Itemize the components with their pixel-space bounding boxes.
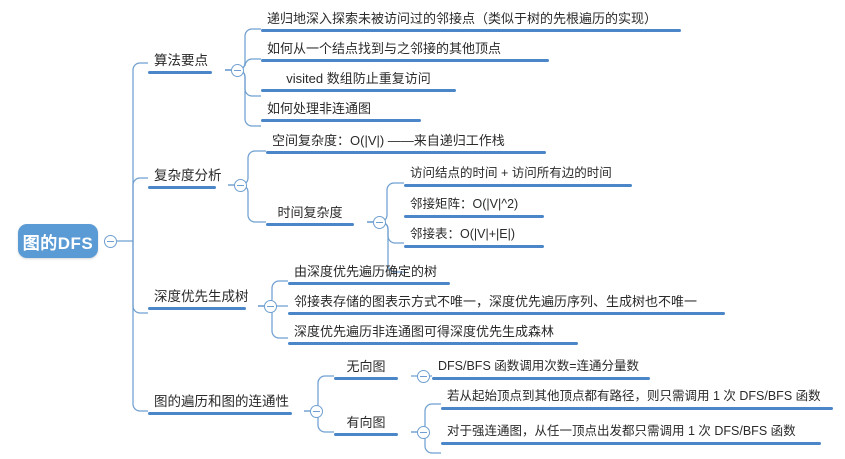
leaf-label: 访问结点的时间 + 访问所有边的时间 xyxy=(410,166,612,180)
leaf-visit-time-sum[interactable]: 访问结点的时间 + 访问所有边的时间 xyxy=(404,165,632,187)
leaf-space-complexity[interactable]: 空间复杂度：O(|V|) ——来自递归工作栈 xyxy=(266,132,546,154)
leaf-label: 递归地深入探索未被访问过的邻接点（类似于树的先根遍历的实现） xyxy=(267,11,658,26)
collapse-toggle-time-complexity[interactable] xyxy=(373,216,386,229)
leaf-label: 如何处理非连通图 xyxy=(267,101,372,116)
branch-algorithm-points[interactable]: 算法要点 xyxy=(148,52,212,74)
leaf-directed-path-single-call[interactable]: 若从起始顶点到其他顶点都有路径，则只需调用 1 次 DFS/BFS 函数 xyxy=(441,388,833,410)
branch-complexity-analysis[interactable]: 复杂度分析 xyxy=(148,167,222,189)
node-directed-graph[interactable]: 有向图 xyxy=(334,414,398,436)
collapse-toggle-algorithm-points[interactable] xyxy=(231,64,244,77)
topic-underline xyxy=(404,184,632,187)
leaf-find-adjacent-vertices[interactable]: 如何从一个结点找到与之邻接的其他顶点 xyxy=(261,40,549,62)
branch-label: 算法要点 xyxy=(154,53,208,68)
topic-underline xyxy=(266,223,354,226)
leaf-visited-array[interactable]: visited 数组防止重复访问 xyxy=(261,70,456,92)
topic-underline xyxy=(148,307,246,310)
branch-dfs-spanning-tree[interactable]: 深度优先生成树 xyxy=(148,288,249,310)
topic-underline xyxy=(334,377,398,380)
leaf-adjacency-matrix-complexity[interactable]: 邻接矩阵：O(|V|^2) xyxy=(404,196,544,218)
topic-underline xyxy=(148,71,212,74)
leaf-label: 邻接表存储的图表示方式不唯一，深度优先遍历序列、生成树也不唯一 xyxy=(294,294,698,309)
leaf-tree-from-dfs[interactable]: 由深度优先遍历确定的树 xyxy=(288,263,450,285)
leaf-strongly-connected-single-call[interactable]: 对于强连通图，从任一顶点出发都只需调用 1 次 DFS/BFS 函数 xyxy=(441,423,821,445)
node-label: 无向图 xyxy=(346,359,386,374)
topic-underline xyxy=(261,29,681,32)
topic-underline xyxy=(148,412,292,415)
topic-underline xyxy=(266,151,546,154)
branch-label: 图的遍历和图的连通性 xyxy=(154,394,289,409)
root-node-label: 图的DFS xyxy=(22,233,94,253)
node-label: 时间复杂度 xyxy=(277,205,343,220)
topic-underline xyxy=(334,433,398,436)
leaf-label: 对于强连通图，从任一顶点出发都只需调用 1 次 DFS/BFS 函数 xyxy=(447,424,796,438)
leaf-label: visited 数组防止重复访问 xyxy=(286,71,431,86)
topic-underline xyxy=(288,282,450,285)
topic-underline xyxy=(432,377,650,380)
root-node[interactable]: 图的DFS xyxy=(18,224,98,258)
topic-underline xyxy=(288,342,578,345)
collapse-toggle-root[interactable] xyxy=(104,235,117,248)
collapse-toggle-complexity-analysis[interactable] xyxy=(234,179,247,192)
topic-underline xyxy=(148,186,216,189)
topic-underline xyxy=(441,442,821,445)
leaf-adjacency-list-complexity[interactable]: 邻接表：O(|V|+|E|) xyxy=(404,226,544,248)
leaf-undirected-call-count[interactable]: DFS/BFS 函数调用次数=连通分量数 xyxy=(432,358,650,380)
node-undirected-graph[interactable]: 无向图 xyxy=(334,358,398,380)
collapse-toggle-dfs-spanning-tree[interactable] xyxy=(264,300,277,313)
collapse-toggle-directed-graph[interactable] xyxy=(417,426,430,439)
branch-label: 复杂度分析 xyxy=(154,168,222,183)
topic-underline xyxy=(288,312,725,315)
leaf-label: 邻接矩阵：O(|V|^2) xyxy=(410,197,519,211)
collapse-toggle-undirected-graph[interactable] xyxy=(417,370,430,383)
leaf-label: 邻接表：O(|V|+|E|) xyxy=(410,227,516,241)
leaf-label: DFS/BFS 函数调用次数=连通分量数 xyxy=(438,359,640,373)
leaf-adjacency-list-not-unique[interactable]: 邻接表存储的图表示方式不唯一，深度优先遍历序列、生成树也不唯一 xyxy=(288,293,725,315)
topic-underline xyxy=(261,89,456,92)
node-time-complexity[interactable]: 时间复杂度 xyxy=(266,204,354,226)
branch-label: 深度优先生成树 xyxy=(154,289,249,304)
leaf-dfs-forest[interactable]: 深度优先遍历非连通图可得深度优先生成森林 xyxy=(288,323,578,345)
leaf-label: 如何从一个结点找到与之邻接的其他顶点 xyxy=(267,41,502,56)
collapse-toggle-traversal-connectivity[interactable] xyxy=(310,405,323,418)
leaf-label: 由深度优先遍历确定的树 xyxy=(294,264,438,279)
topic-underline xyxy=(404,215,544,218)
leaf-label: 若从起始顶点到其他顶点都有路径，则只需调用 1 次 DFS/BFS 函数 xyxy=(447,389,821,403)
topic-underline xyxy=(441,407,833,410)
topic-underline xyxy=(261,119,421,122)
node-label: 有向图 xyxy=(346,415,386,430)
leaf-label: 深度优先遍历非连通图可得深度优先生成森林 xyxy=(294,324,555,339)
leaf-label: 空间复杂度：O(|V|) ——来自递归工作栈 xyxy=(272,133,505,148)
leaf-recursive-explore[interactable]: 递归地深入探索未被访问过的邻接点（类似于树的先根遍历的实现） xyxy=(261,10,681,32)
topic-underline xyxy=(261,59,549,62)
topic-underline xyxy=(404,245,544,248)
branch-traversal-connectivity[interactable]: 图的遍历和图的连通性 xyxy=(148,393,292,415)
leaf-handle-disconnected-graph[interactable]: 如何处理非连通图 xyxy=(261,100,421,122)
